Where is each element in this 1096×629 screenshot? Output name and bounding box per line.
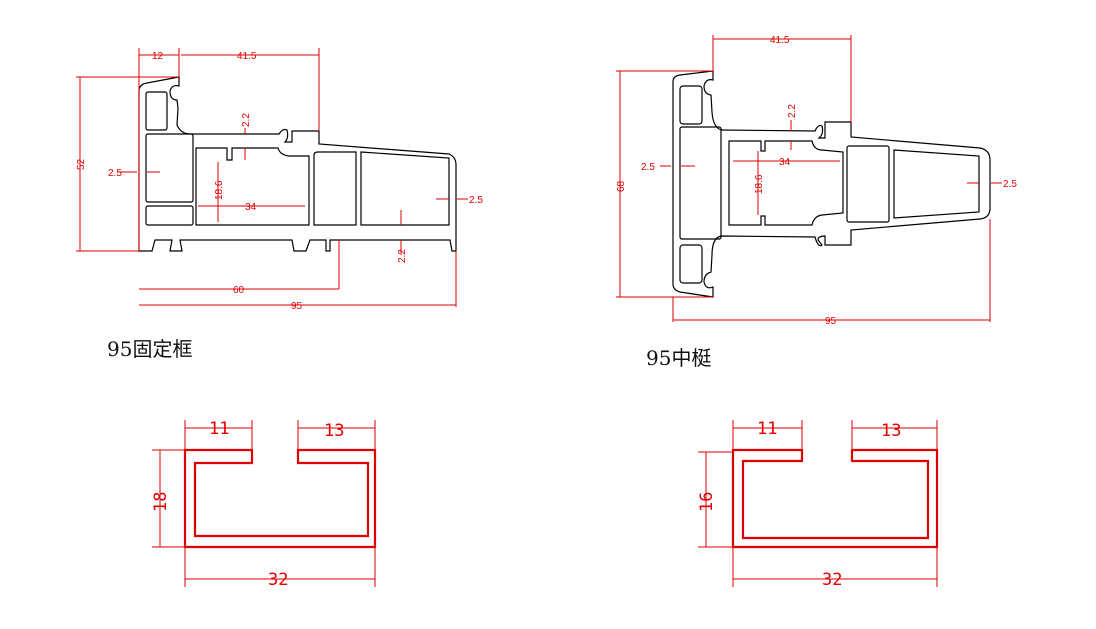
dim-32: 32 [822,570,842,590]
dim-32: 32 [268,570,288,590]
dim-inner-bottom: 2.2 [397,249,408,263]
dim-13: 13 [324,421,344,441]
dim-18: 18 [151,492,171,512]
channel-right: 11 13 16 32 [697,419,939,590]
frame-profile [138,76,457,252]
dim-95: 95 [291,301,303,312]
dim-68: 68 [616,180,627,192]
dim-11: 11 [757,419,777,439]
channel-left: 11 13 18 32 [151,419,377,590]
frame-dimensions: 12 41.5 52 2.5 2.2 18.6 34 2.2 2.5 60 95 [76,48,483,312]
dim-wall-left: 2.5 [641,162,655,173]
mullion-dimensions: 41.5 68 2.5 2.2 34 18.6 2.5 95 [616,35,1017,327]
frame-caption: 95固定框 [107,337,193,361]
dim-12: 12 [152,51,164,62]
mullion-caption: 95中梃 [646,346,712,370]
dim-11: 11 [209,419,229,439]
dim-inner-top: 2.2 [787,104,798,118]
dim-wall-left: 2.5 [108,168,122,179]
dim-chamber-width: 34 [245,202,257,213]
dim-inner-top: 2.2 [241,113,252,127]
dim-41-5: 41.5 [770,35,790,46]
dim-16: 16 [697,492,717,512]
dim-chamber-width: 34 [779,157,791,168]
mullion-profile [672,70,991,298]
dim-13: 13 [881,421,901,441]
dim-60: 60 [233,285,245,296]
dim-wall-right: 2.5 [469,195,483,206]
dim-95: 95 [825,316,837,327]
dim-chamber-height: 18.6 [214,180,225,200]
dim-41-5: 41.5 [237,51,257,62]
dim-wall-right: 2.5 [1003,179,1017,190]
dim-chamber-height: 18.6 [754,174,765,194]
dim-52: 52 [76,158,87,170]
